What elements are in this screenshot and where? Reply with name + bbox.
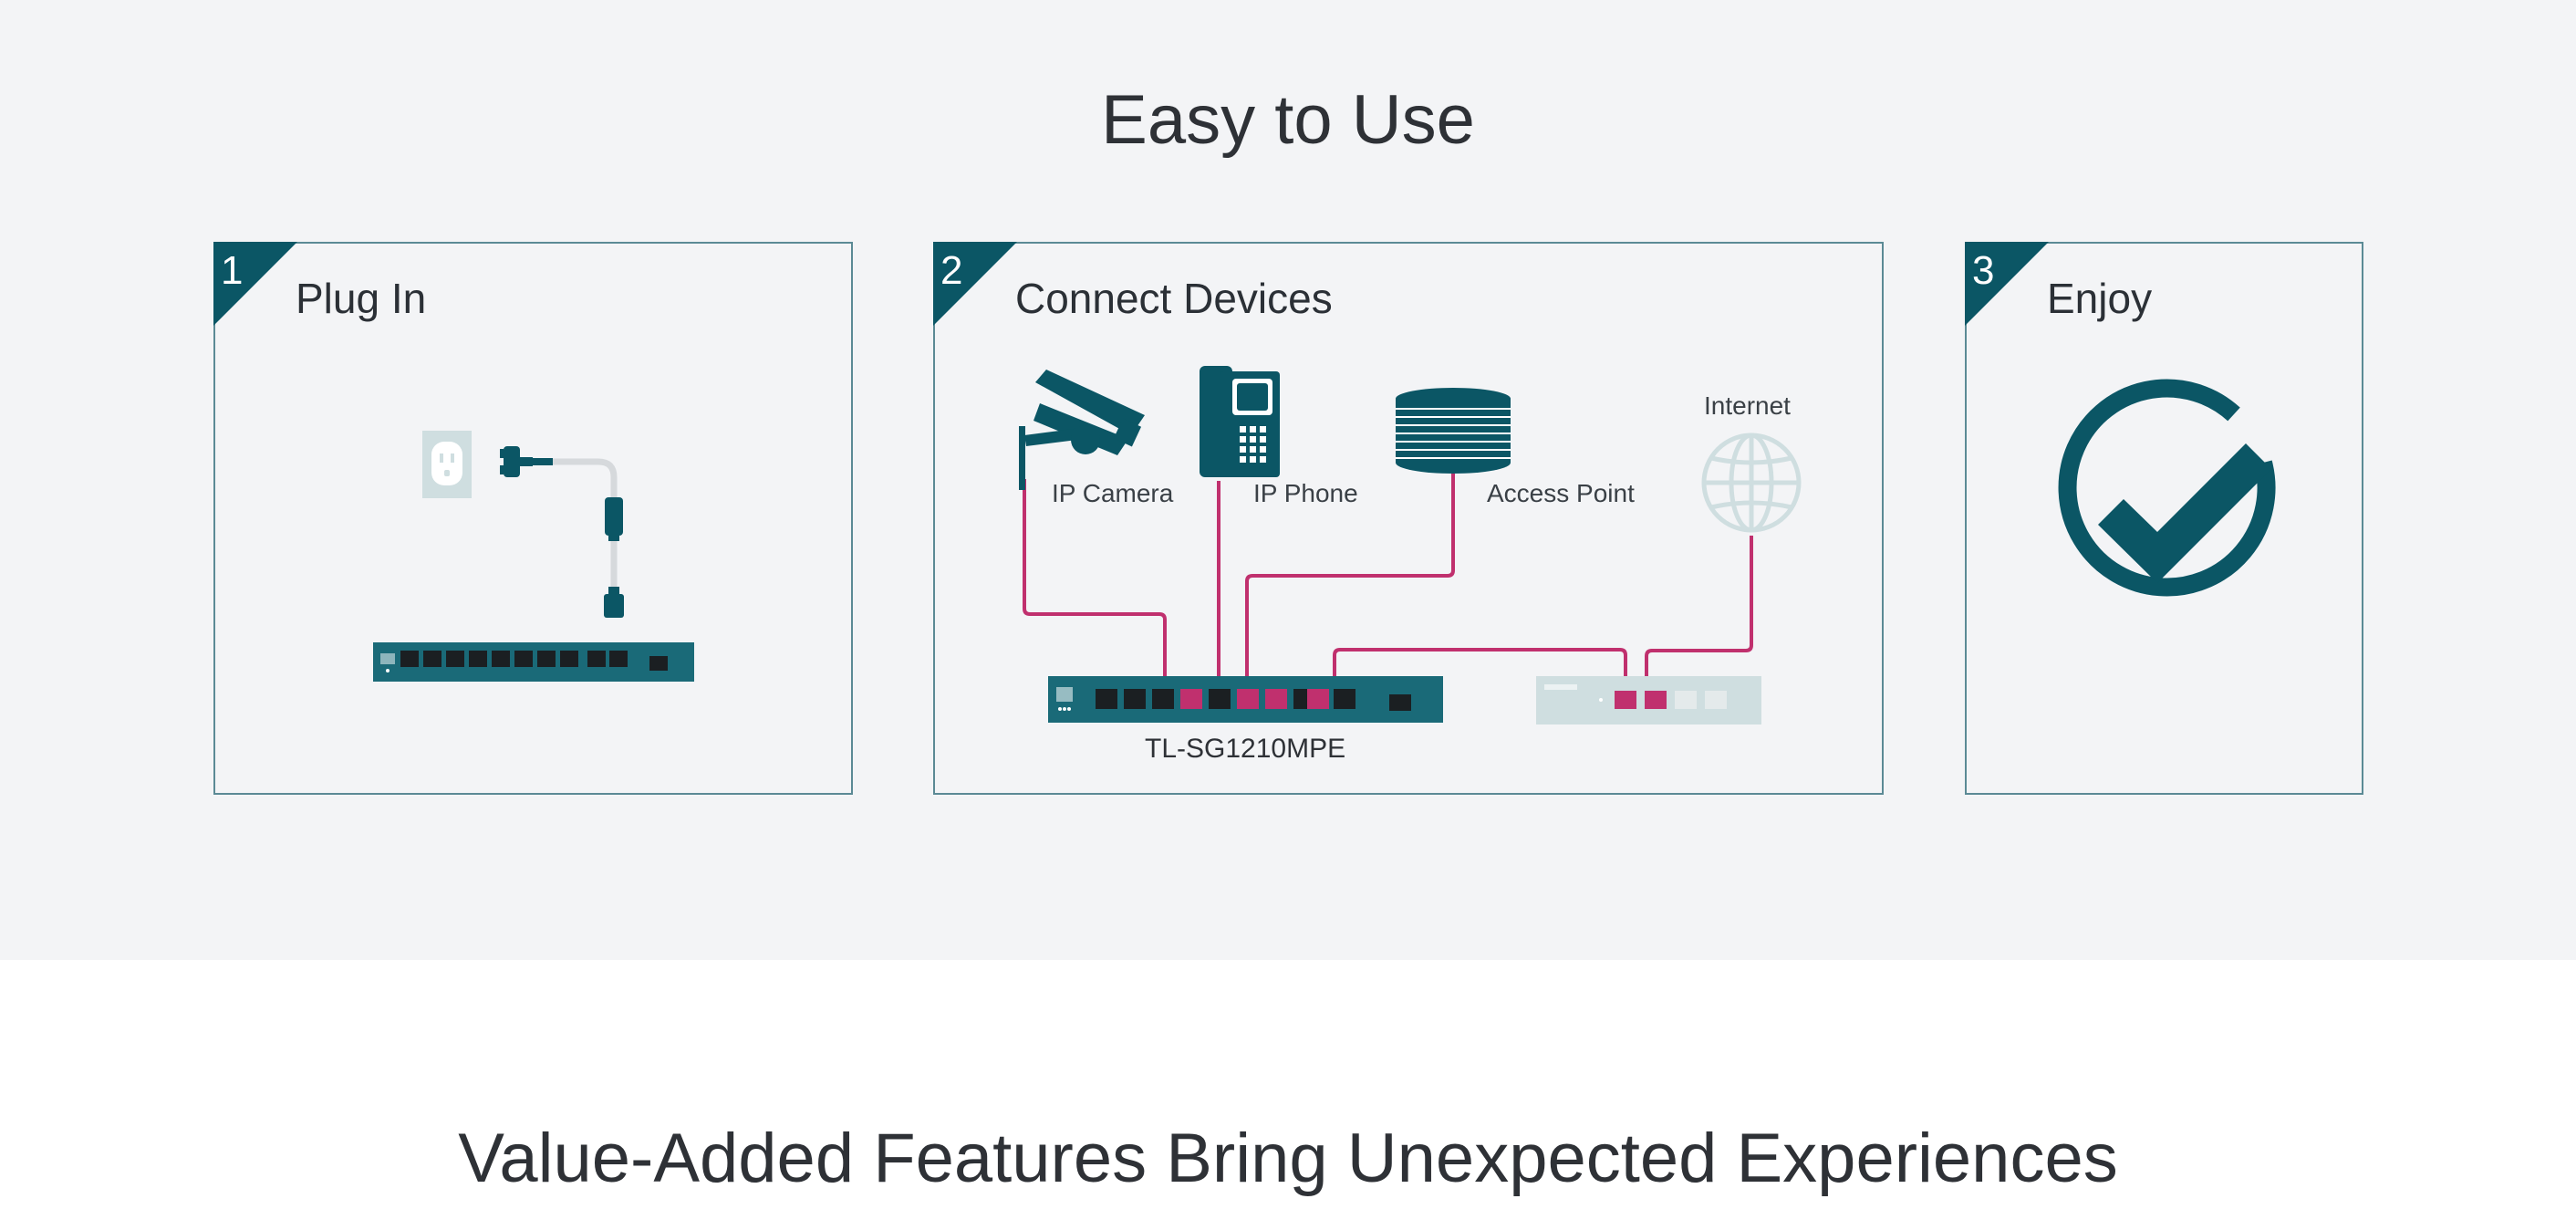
wall-outlet-icon <box>422 431 472 498</box>
step-card-plug-in: 1 Plug In <box>213 242 853 795</box>
ip-camera-label: IP Camera <box>1052 479 1174 507</box>
switch-port <box>1152 689 1174 709</box>
access-point-icon <box>1396 388 1511 474</box>
switch-port <box>492 651 510 667</box>
switch-port <box>1334 689 1356 709</box>
step-title: Plug In <box>296 275 427 322</box>
phone-key <box>1240 426 1246 433</box>
phone-key <box>1250 456 1256 463</box>
ip-phone-label: IP Phone <box>1253 479 1358 507</box>
switch-port <box>560 651 578 667</box>
step-corner-badge <box>933 242 1017 326</box>
router-icon <box>1536 676 1761 724</box>
phone-key <box>1250 436 1256 443</box>
switch-port <box>1307 689 1329 709</box>
switch-model-label: TL-SG1210MPE <box>1145 734 1346 764</box>
sfp-port <box>1389 694 1411 711</box>
plug-in-illustration <box>373 431 694 682</box>
switch-port <box>423 651 441 667</box>
phone-key <box>1250 426 1256 433</box>
switch-port <box>400 651 419 667</box>
phone-key <box>1240 446 1246 453</box>
switch-port <box>469 651 487 667</box>
switch-port <box>514 651 533 667</box>
switch-port <box>1096 689 1117 709</box>
switch-port <box>1124 689 1146 709</box>
step-corner-badge <box>213 242 297 326</box>
switch-port <box>587 651 606 667</box>
switch-icon <box>373 642 694 682</box>
sfp-port <box>649 656 668 671</box>
switch-port <box>1180 689 1202 709</box>
internet-globe-icon <box>1701 433 1802 533</box>
step-card-enjoy: 3 Enjoy <box>1965 242 2363 795</box>
switch-port <box>1209 689 1231 709</box>
phone-key <box>1250 446 1256 453</box>
connect-devices-diagram <box>1019 366 1802 724</box>
access-point-label: Access Point <box>1487 479 1635 507</box>
power-plug-icon <box>500 446 553 477</box>
step-number: 2 <box>940 248 963 293</box>
step-card-connect-devices: 2 Connect Devices <box>933 242 1884 795</box>
step-corner-badge <box>1965 242 2049 326</box>
power-cable <box>553 458 618 590</box>
step-title: Connect Devices <box>1015 275 1333 322</box>
switch-port <box>1265 689 1287 709</box>
step-number: 3 <box>1972 248 1995 293</box>
ap-vent-line <box>1396 408 1511 410</box>
phone-key <box>1260 426 1266 433</box>
easy-to-use-heading: Easy to Use <box>1101 81 1475 159</box>
switch-port <box>537 651 556 667</box>
phone-key <box>1240 436 1246 443</box>
internet-label: Internet <box>1704 391 1791 420</box>
network-cables <box>1023 474 1753 694</box>
phone-key <box>1260 436 1266 443</box>
ap-vent-line <box>1396 416 1511 418</box>
ap-vent-line <box>1396 433 1511 434</box>
phone-key <box>1260 446 1266 453</box>
phone-key <box>1260 456 1266 463</box>
ap-vent-line <box>1396 457 1511 459</box>
switch-port <box>609 651 628 667</box>
ip-camera-icon <box>1019 370 1145 490</box>
phone-key <box>1240 456 1246 463</box>
ap-vent-line <box>1396 424 1511 426</box>
step-title: Enjoy <box>2047 275 2153 322</box>
switch-port <box>1237 689 1259 709</box>
ap-vent-line <box>1396 441 1511 443</box>
checkmark-icon <box>2058 379 2276 597</box>
switch-port <box>446 651 464 667</box>
step-number: 1 <box>221 248 244 293</box>
value-added-features-heading: Value-Added Features Bring Unexpected Ex… <box>458 1120 2118 1197</box>
ap-vent-line <box>1396 449 1511 451</box>
